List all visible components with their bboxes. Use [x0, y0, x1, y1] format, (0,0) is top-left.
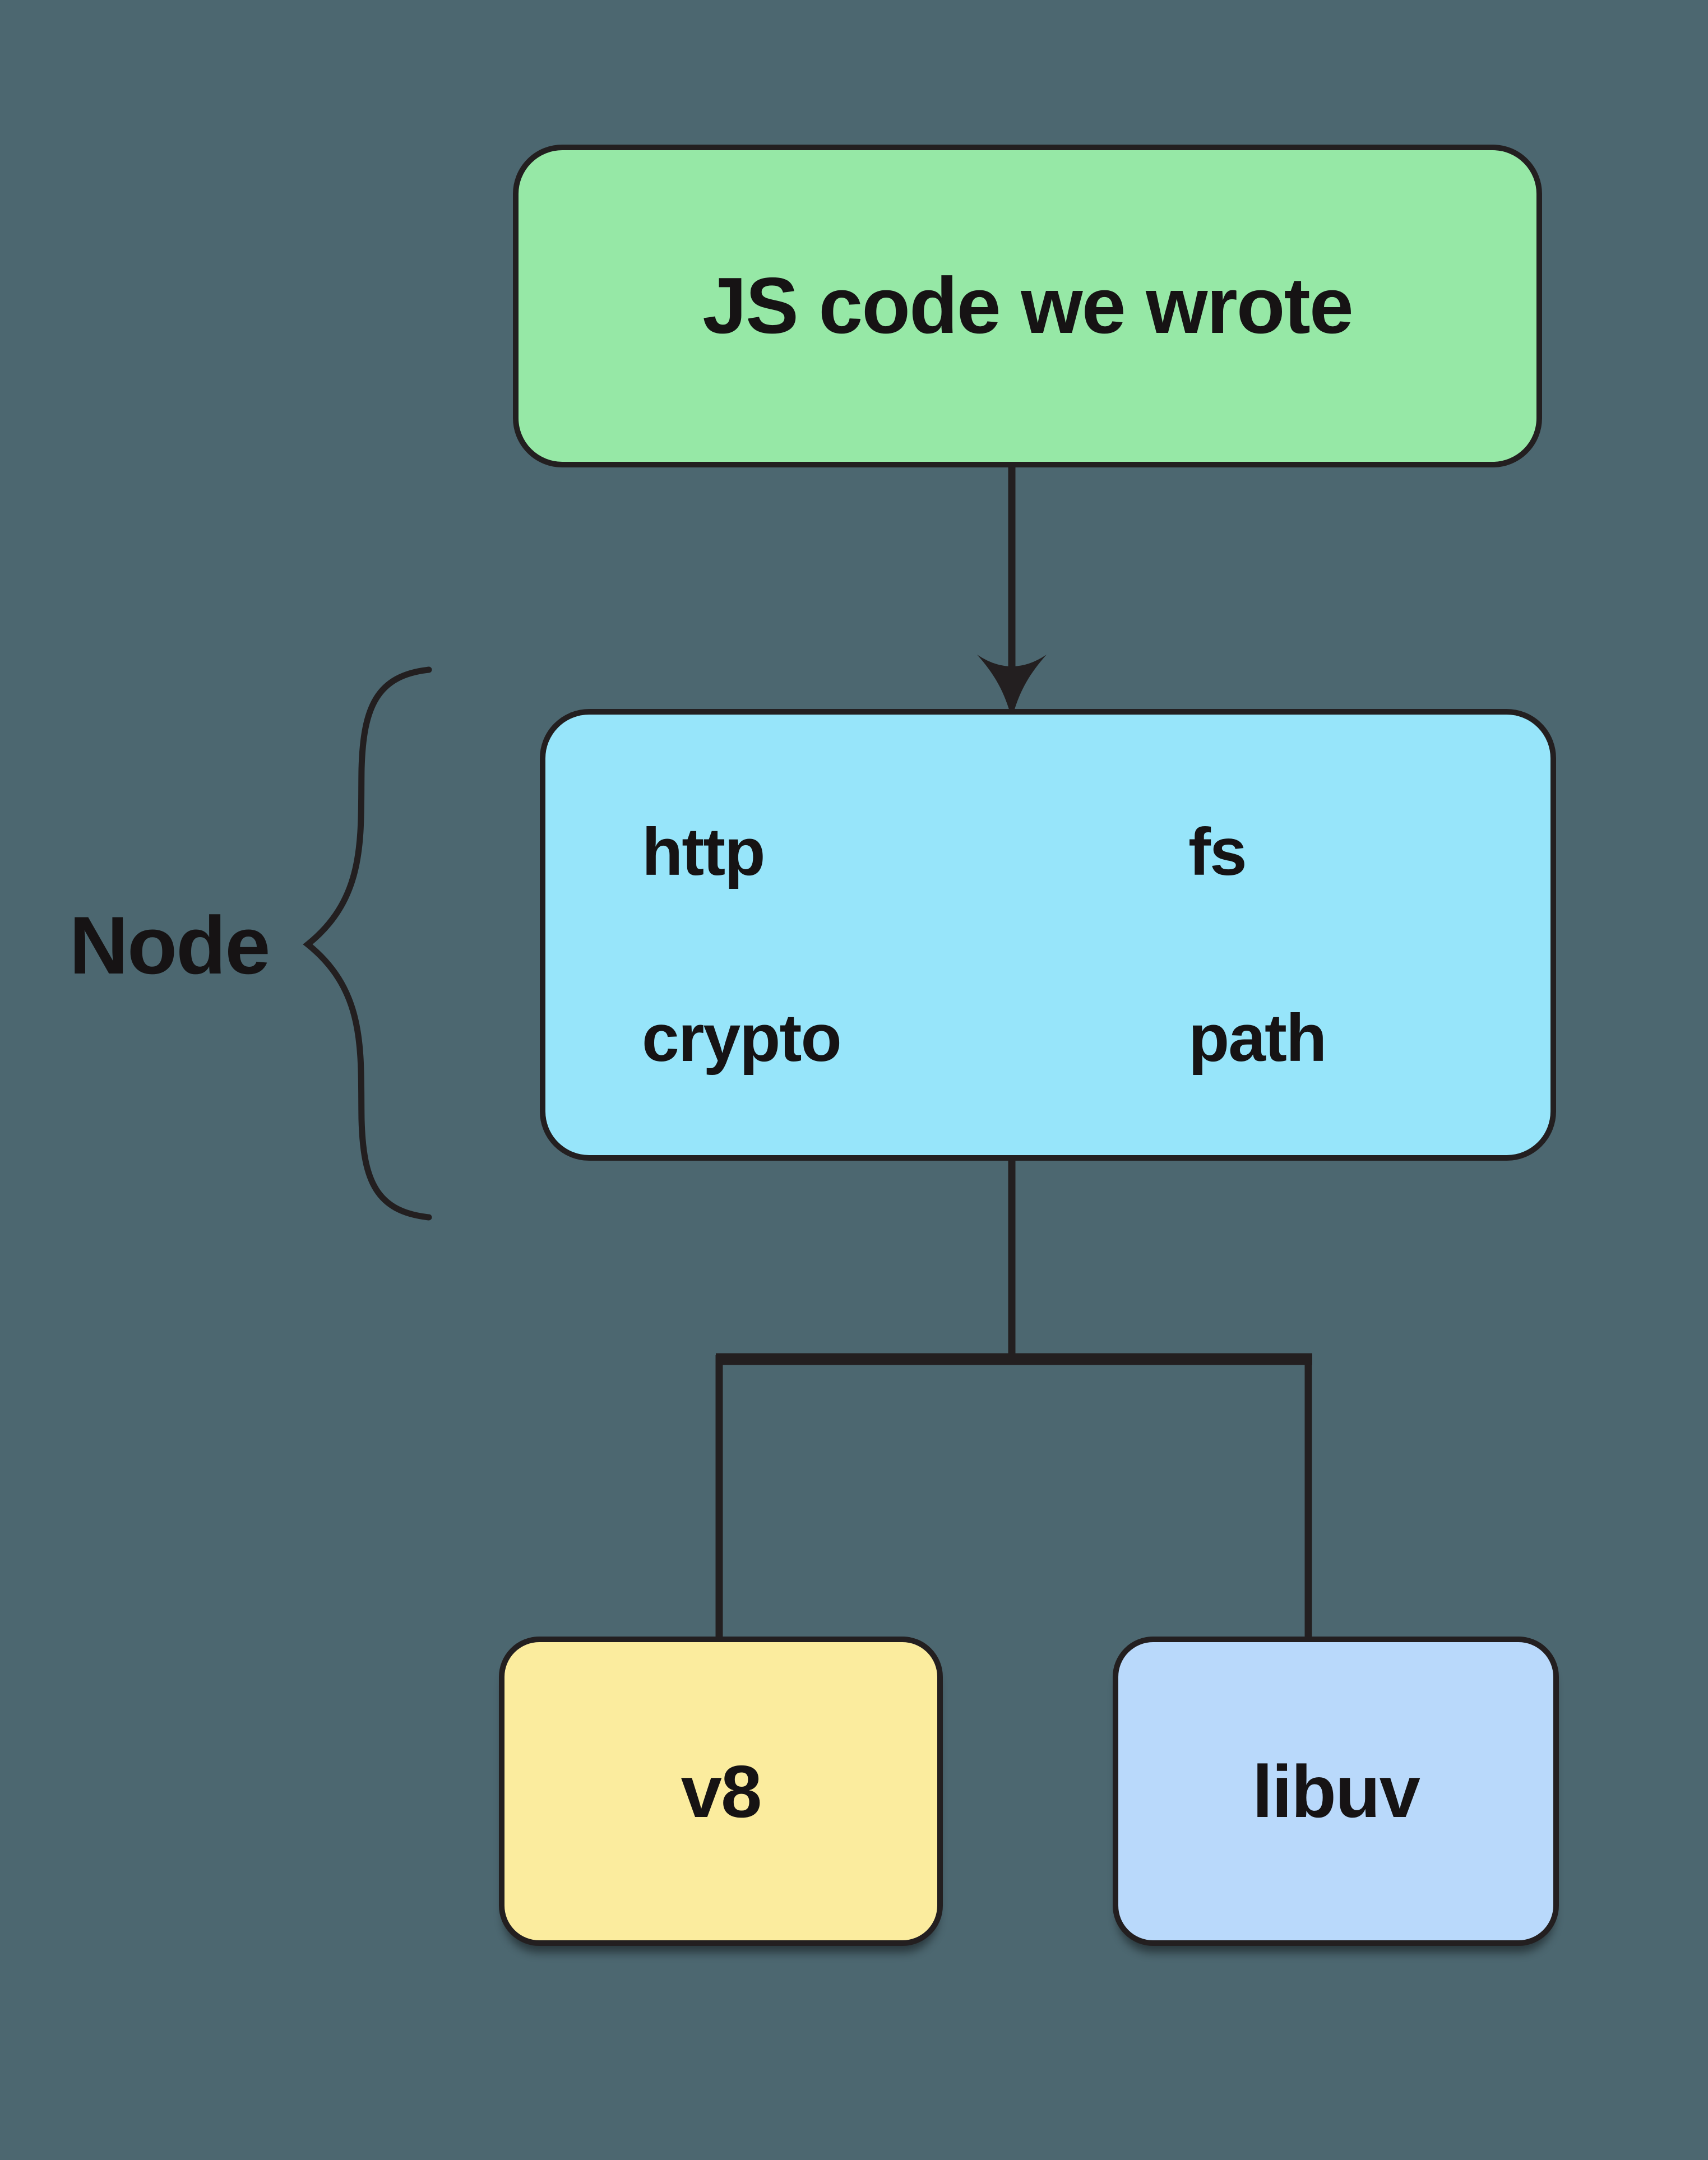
module-label-http: http [642, 814, 766, 889]
curly-brace-icon [303, 666, 432, 1221]
node-js-code-box: JS code we wrote [513, 145, 1542, 467]
arrowhead-icon [977, 655, 1047, 719]
module-label-crypto: crypto [642, 1000, 842, 1076]
node-annotation-label: Node [69, 900, 271, 991]
node-runtime-box: http fs crypto path [540, 709, 1556, 1161]
module-label-path: path [1188, 1000, 1327, 1076]
node-libuv-box: libuv [1113, 1637, 1559, 1946]
module-label-fs: fs [1188, 814, 1247, 889]
js-code-box-label: JS code we wrote [702, 261, 1354, 350]
v8-box-label: v8 [681, 1750, 762, 1833]
node-v8-box: v8 [499, 1637, 943, 1946]
libuv-box-label: libuv [1252, 1750, 1420, 1833]
